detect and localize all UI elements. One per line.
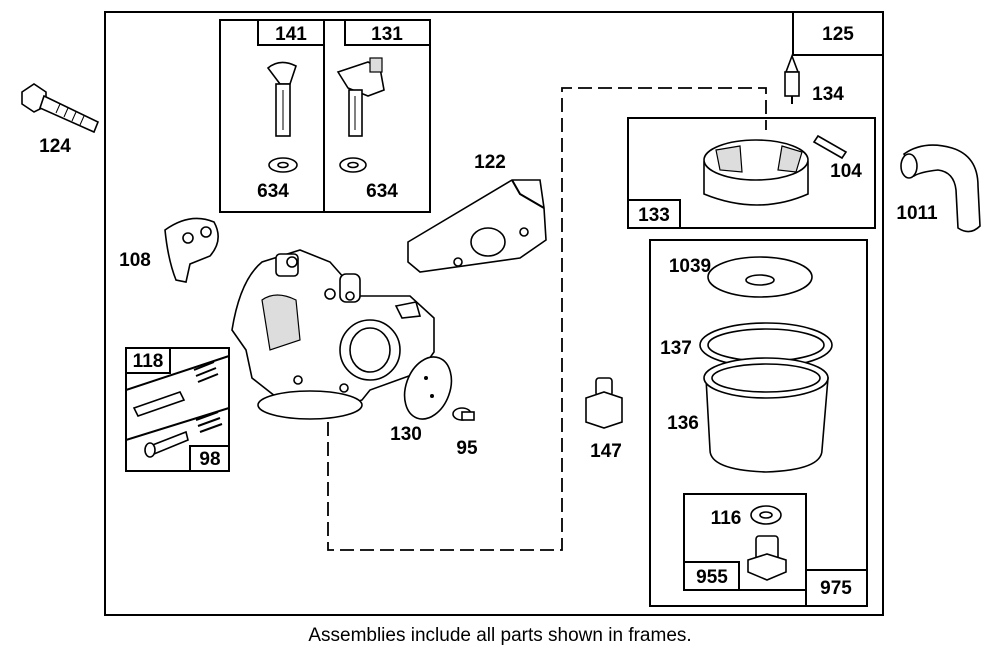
choke-shaft-131: [336, 57, 385, 137]
label-1039: 1039: [669, 256, 711, 277]
needle-134: [784, 53, 800, 104]
label-134: 134: [812, 84, 844, 105]
label-124: 124: [39, 136, 71, 157]
gasket-108: [164, 217, 219, 283]
label-104: 104: [830, 161, 862, 182]
washer-634-b: [339, 157, 367, 173]
insulator-122: [407, 179, 547, 273]
carburetor-body: [231, 249, 435, 420]
label-137: 137: [660, 338, 692, 359]
frame-133: 133 104: [627, 117, 876, 229]
label-975: 975: [820, 578, 852, 599]
screw-95: [452, 407, 475, 421]
label-136: 136: [667, 413, 699, 434]
frame-975: 975 1039 137 136 955 116: [649, 239, 868, 607]
label-147: 147: [590, 441, 622, 462]
nozzle-147: [585, 377, 623, 429]
label-1011: 1011: [896, 203, 938, 224]
label-118: 118: [133, 351, 164, 372]
label-141: 141: [275, 24, 307, 45]
float-pin-104: [812, 134, 848, 160]
label-133: 133: [638, 205, 670, 226]
frame-141-131: 141 131 634 634: [219, 19, 431, 213]
label-108: 108: [119, 250, 151, 271]
fuel-path-dashed: [327, 87, 767, 551]
main-frame: [104, 11, 884, 616]
frame-955: 955 116: [683, 493, 807, 591]
float-bowl-136: [703, 357, 829, 473]
label-634-a: 634: [257, 181, 289, 202]
label-116: 116: [711, 508, 742, 529]
o-ring-137: [699, 322, 833, 368]
label-131: 131: [371, 24, 403, 45]
label-122: 122: [474, 152, 506, 173]
bolt-124: [21, 83, 100, 134]
label-634-b: 634: [366, 181, 398, 202]
throttle-plate-130: [403, 356, 453, 420]
label-955: 955: [696, 567, 728, 588]
gasket-1039: [707, 256, 813, 298]
throttle-shaft-141: [266, 61, 297, 137]
frame-118-98: 118 98: [125, 347, 230, 472]
label-95: 95: [456, 438, 478, 459]
frame-125-tab: [792, 12, 883, 56]
bowl-nut-955: [747, 535, 787, 581]
washer-116: [750, 505, 782, 525]
label-125: 125: [822, 24, 854, 45]
float-133: [703, 139, 809, 206]
caption: Assemblies include all parts shown in fr…: [308, 625, 692, 646]
washer-634-a: [268, 157, 298, 173]
label-130: 130: [390, 424, 422, 445]
hose-1011: [900, 144, 981, 233]
label-98: 98: [199, 449, 220, 470]
